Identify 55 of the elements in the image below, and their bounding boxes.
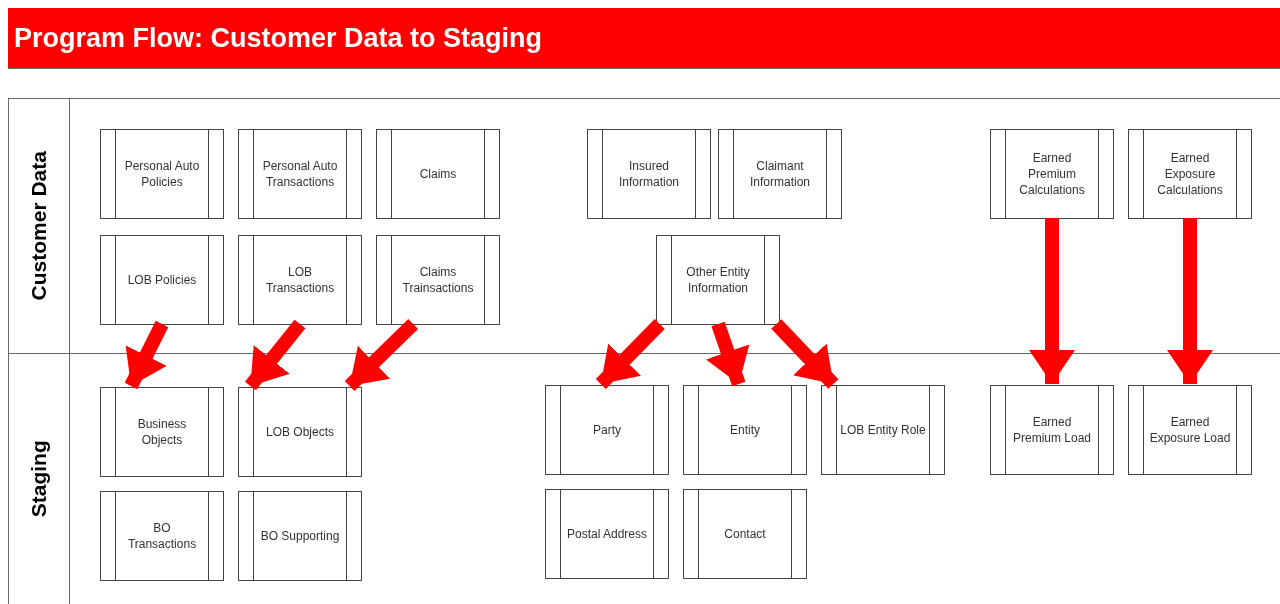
box-label: Party xyxy=(593,422,621,438)
process-box xyxy=(100,491,224,581)
process-box xyxy=(821,385,945,475)
title-bar: Program Flow: Customer Data to Staging xyxy=(8,8,1280,68)
box-label: Insured Information xyxy=(618,158,680,190)
box-label: Contact xyxy=(724,526,766,542)
box-label: Claimant Information xyxy=(749,158,811,190)
box-label: Personal Auto Transactions xyxy=(261,158,339,190)
process-box xyxy=(238,235,362,325)
box-label: BO Supporting xyxy=(260,528,340,544)
process-box xyxy=(545,385,669,475)
arrow xyxy=(705,321,750,387)
process-box xyxy=(545,489,669,579)
box-label: Earned Exposure Load xyxy=(1148,414,1232,446)
process-box xyxy=(238,387,362,477)
swimlane xyxy=(8,353,1280,604)
box-label: Personal Auto Policies xyxy=(123,158,201,190)
process-box xyxy=(238,129,362,219)
process-box xyxy=(990,385,1114,475)
box-label: Postal Address xyxy=(566,526,647,542)
process-box xyxy=(718,129,842,219)
box-label: Entity xyxy=(730,422,760,438)
process-box xyxy=(100,235,224,325)
lane-label: Staging xyxy=(25,440,51,518)
lane-label: Customer Data xyxy=(25,151,51,301)
arrow xyxy=(1167,218,1213,384)
process-box xyxy=(1128,385,1252,475)
process-box xyxy=(990,129,1114,219)
box-label: Other Entity Information xyxy=(685,264,751,296)
arrow xyxy=(344,319,419,391)
box-label: Claims xyxy=(419,166,457,182)
box-label: Business Objects xyxy=(136,416,188,448)
box-label: LOB Objects xyxy=(266,424,334,440)
process-box xyxy=(683,489,807,579)
process-box xyxy=(100,387,224,477)
box-label: LOB Transactions xyxy=(264,264,336,296)
process-box xyxy=(100,129,224,219)
arrow xyxy=(595,319,665,389)
process-box xyxy=(656,235,780,325)
box-label: LOB Entity Role xyxy=(840,422,926,438)
box-label: Earned Premium Load xyxy=(1011,414,1092,446)
process-box xyxy=(1128,129,1252,219)
box-label: LOB Policies xyxy=(127,272,197,288)
box-label: Claims Trainsactions xyxy=(401,264,475,296)
swimlane xyxy=(8,98,1280,353)
arrow xyxy=(244,319,306,391)
arrow xyxy=(1029,218,1075,384)
box-label: Earned Premium Calculations xyxy=(1018,150,1086,198)
box-label: BO Transactions xyxy=(126,520,198,552)
process-box xyxy=(683,385,807,475)
box-label: Earned Exposure Calculations xyxy=(1156,150,1224,198)
process-box xyxy=(376,129,500,219)
process-box xyxy=(376,235,500,325)
process-box xyxy=(587,129,711,219)
process-box xyxy=(238,491,362,581)
